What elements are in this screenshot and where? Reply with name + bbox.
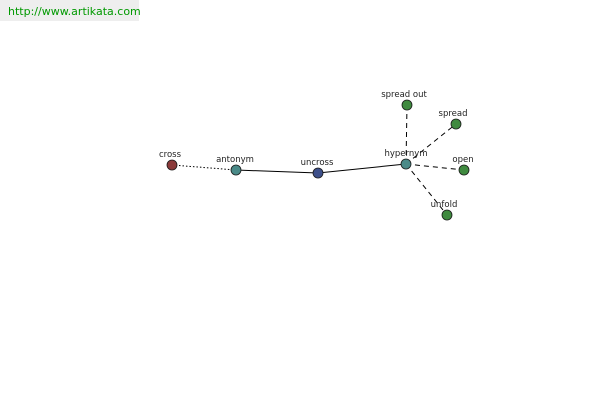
node-open-dot[interactable] [458,164,470,176]
edge-uncross-hypernym [317,163,407,174]
node-unfold-dot[interactable] [441,209,453,221]
node-uncross-dot[interactable] [312,167,324,179]
node-spread[interactable]: spread [439,109,468,130]
edge-hypernym-open [405,163,465,171]
edge-hypernym-spread [405,123,457,165]
node-spread-dot[interactable] [450,118,462,130]
node-unfold-label[interactable]: unfold [431,200,458,210]
node-cross[interactable]: cross [159,150,182,171]
node-hypernym-dot[interactable] [400,158,412,170]
node-unfold[interactable]: unfold [431,200,458,221]
site-url-link[interactable]: http://www.artikata.com [8,5,141,18]
node-open[interactable]: open [452,155,474,176]
node-antonym[interactable]: antonym [216,155,254,176]
node-uncross[interactable]: uncross [301,158,334,179]
node-spread_out-dot[interactable] [401,99,413,111]
edge-hypernym-unfold [405,163,448,216]
edge-hypernym-spread_out [405,104,408,165]
node-spread_out-label[interactable]: spread out [381,90,427,100]
node-open-label[interactable]: open [452,155,473,165]
node-hypernym-label[interactable]: hypernym [384,149,427,159]
node-cross-dot[interactable] [166,159,178,171]
node-hypernym[interactable]: hypernym [384,149,428,170]
node-cross-label[interactable]: cross [159,150,182,160]
node-antonym-dot[interactable] [230,164,242,176]
site-url-bar: http://www.artikata.com [0,0,141,21]
node-spread-label[interactable]: spread [439,109,468,119]
node-antonym-label[interactable]: antonym [216,155,254,165]
edge-antonym-uncross [235,169,319,174]
graph-nodes: cross antonym uncross hypernym spread out spr… [159,90,474,221]
graph-edges [171,104,465,216]
node-spread_out[interactable]: spread out [381,90,427,111]
node-uncross-label[interactable]: uncross [301,158,334,168]
edge-cross-antonym [171,164,237,171]
